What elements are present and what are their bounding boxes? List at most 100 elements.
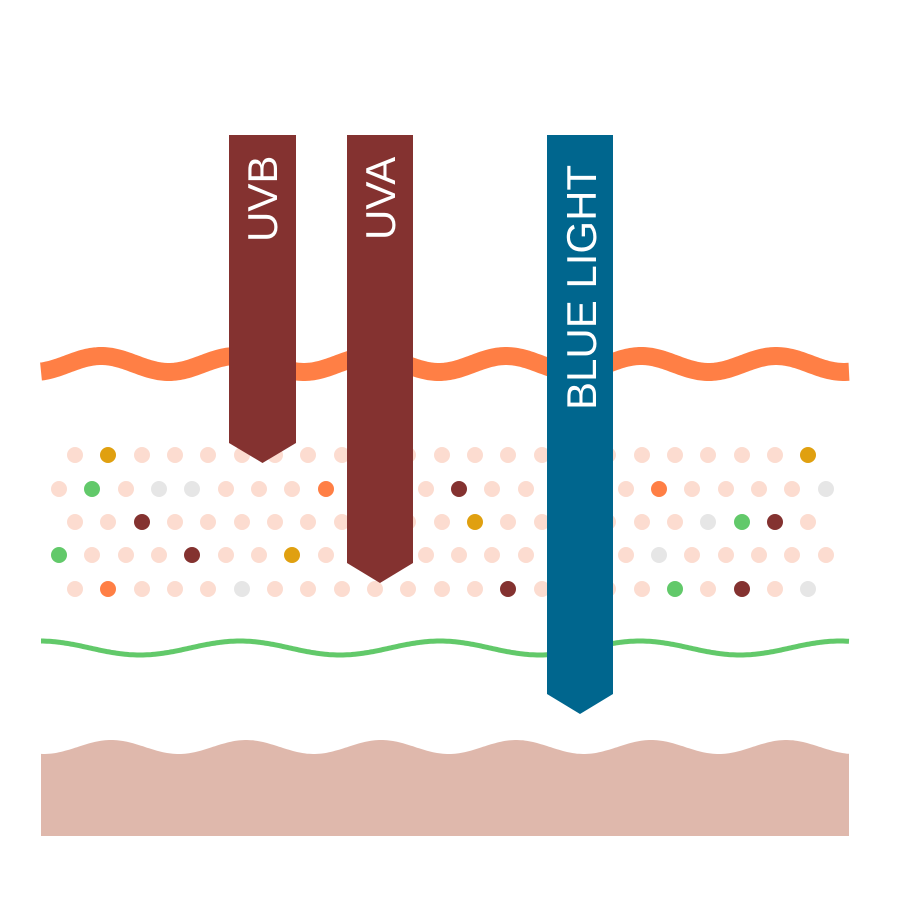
cell-dot bbox=[667, 581, 683, 597]
cell-dot bbox=[334, 447, 350, 463]
ray-blue-light: BLUE LIGHT bbox=[547, 135, 613, 714]
cell-dot bbox=[118, 481, 134, 497]
cell-dot bbox=[167, 514, 183, 530]
cell-dot bbox=[300, 514, 316, 530]
ray-uvb-label: UVB bbox=[239, 156, 286, 242]
cell-dot bbox=[767, 514, 783, 530]
cell-dot bbox=[100, 581, 116, 597]
dermis-boundary-wave bbox=[41, 638, 850, 658]
cell-dot bbox=[434, 447, 450, 463]
cell-dot bbox=[134, 514, 150, 530]
cell-dot bbox=[100, 447, 116, 463]
cell-dot bbox=[751, 547, 767, 563]
cell-dot bbox=[634, 581, 650, 597]
ray-uvb: UVB bbox=[229, 135, 296, 463]
cell-dot bbox=[800, 447, 816, 463]
cell-dot bbox=[618, 547, 634, 563]
ray-uva-label: UVA bbox=[357, 157, 404, 240]
cell-dot bbox=[734, 514, 750, 530]
cell-dot bbox=[151, 481, 167, 497]
cell-dot bbox=[467, 447, 483, 463]
cell-dot bbox=[218, 481, 234, 497]
cell-dot bbox=[700, 581, 716, 597]
cell-dot bbox=[100, 514, 116, 530]
ray-uvb-arrow bbox=[229, 135, 296, 463]
base-skin-layer bbox=[41, 740, 849, 836]
cell-dot bbox=[500, 581, 516, 597]
cell-dot bbox=[51, 547, 67, 563]
cell-dot bbox=[800, 514, 816, 530]
cell-dot bbox=[300, 447, 316, 463]
cell-dot bbox=[418, 547, 434, 563]
cell-dot bbox=[67, 447, 83, 463]
cell-dot bbox=[718, 481, 734, 497]
cell-dot bbox=[400, 581, 416, 597]
cell-dot bbox=[684, 481, 700, 497]
cell-dot bbox=[767, 447, 783, 463]
cell-dot bbox=[184, 547, 200, 563]
ray-blue-light-arrow bbox=[547, 135, 613, 714]
cell-dot bbox=[334, 514, 350, 530]
cell-dot bbox=[500, 447, 516, 463]
cell-dot bbox=[418, 481, 434, 497]
cell-dot bbox=[434, 514, 450, 530]
cell-dot bbox=[618, 481, 634, 497]
cell-dot bbox=[518, 481, 534, 497]
cell-dot bbox=[318, 547, 334, 563]
cell-dot bbox=[234, 514, 250, 530]
cell-dot bbox=[700, 514, 716, 530]
cell-dot bbox=[134, 447, 150, 463]
cell-dot bbox=[634, 447, 650, 463]
cell-dot bbox=[800, 581, 816, 597]
cell-dot bbox=[118, 547, 134, 563]
cell-dot bbox=[84, 547, 100, 563]
cell-dot bbox=[167, 447, 183, 463]
cell-dot bbox=[518, 547, 534, 563]
cell-dot bbox=[534, 514, 550, 530]
cell-dot bbox=[167, 581, 183, 597]
cell-dot bbox=[267, 514, 283, 530]
cell-dot bbox=[784, 547, 800, 563]
cell-dot bbox=[684, 547, 700, 563]
cell-dot bbox=[534, 581, 550, 597]
cell-dot bbox=[734, 447, 750, 463]
cell-dot bbox=[667, 514, 683, 530]
cell-dot bbox=[700, 447, 716, 463]
cell-dot bbox=[467, 581, 483, 597]
cell-dot bbox=[134, 581, 150, 597]
cell-dot bbox=[634, 514, 650, 530]
cell-dot bbox=[200, 514, 216, 530]
cell-dot bbox=[767, 581, 783, 597]
cell-dot bbox=[667, 447, 683, 463]
cell-dot bbox=[434, 581, 450, 597]
cell-dot bbox=[718, 547, 734, 563]
cell-dot bbox=[451, 547, 467, 563]
cell-dot bbox=[200, 447, 216, 463]
cell-dot bbox=[651, 481, 667, 497]
cell-dot bbox=[500, 514, 516, 530]
cell-dot bbox=[284, 481, 300, 497]
cell-dot bbox=[784, 481, 800, 497]
cell-dot bbox=[151, 547, 167, 563]
cell-dot bbox=[751, 481, 767, 497]
cell-dot bbox=[818, 481, 834, 497]
ray-blue-light-label: BLUE LIGHT bbox=[558, 165, 605, 410]
cell-dot bbox=[534, 447, 550, 463]
cell-dot bbox=[218, 547, 234, 563]
cell-dot bbox=[334, 581, 350, 597]
cell-dot bbox=[651, 547, 667, 563]
cell-dot bbox=[467, 514, 483, 530]
cell-dot bbox=[484, 547, 500, 563]
cell-dot bbox=[451, 481, 467, 497]
cell-dot bbox=[318, 481, 334, 497]
cell-dot bbox=[251, 481, 267, 497]
cell-dot bbox=[200, 581, 216, 597]
cell-dot bbox=[234, 581, 250, 597]
cell-dot bbox=[67, 514, 83, 530]
cell-dot bbox=[51, 481, 67, 497]
cell-dot bbox=[300, 581, 316, 597]
cell-dot bbox=[818, 547, 834, 563]
cell-dot bbox=[367, 581, 383, 597]
